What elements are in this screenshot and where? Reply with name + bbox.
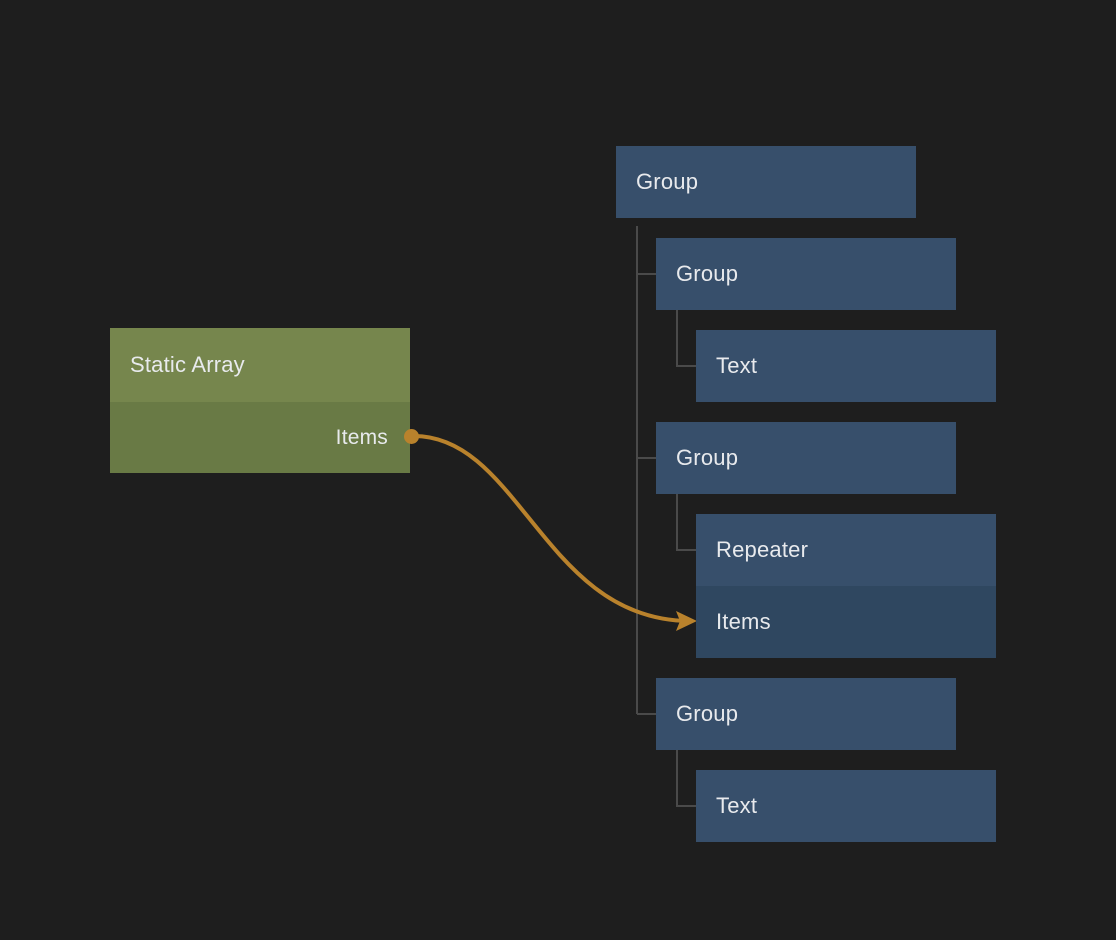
node-group-1-header: Group [656,238,956,310]
node-static-array-title: Static Array [130,352,245,377]
trunk-line-group-2 [676,494,696,551]
output-port-dot-items[interactable] [404,429,419,444]
node-repeater-header: Repeater [696,514,996,586]
data-wire-arrowhead [676,611,697,631]
node-static-array-header: Static Array [110,328,410,402]
node-group-1[interactable]: Group [656,238,956,310]
node-group-root[interactable]: Group [616,146,916,218]
node-group-2-header: Group [656,422,956,494]
node-group-2-title: Group [676,445,739,470]
node-repeater-title: Repeater [716,537,809,562]
node-group-1-title: Group [676,261,739,286]
node-static-array-port-label: Items [335,426,388,449]
node-static-array[interactable]: Static Array Items [110,328,410,473]
node-text-1[interactable]: Text [696,330,996,402]
node-repeater-items-label: Items [716,609,771,634]
node-text-2[interactable]: Text [696,770,996,842]
node-static-array-port-row[interactable]: Items [110,402,410,473]
node-group-2[interactable]: Group [656,422,956,494]
node-repeater-items-row[interactable]: Items [696,586,996,658]
node-group-3-title: Group [676,701,739,726]
trunk-line-group-3 [676,750,696,807]
node-text-1-header: Text [696,330,996,402]
data-wire-static-array-to-repeater [412,434,697,631]
node-group-3[interactable]: Group [656,678,956,750]
data-wire-path [412,434,692,623]
node-text-2-title: Text [716,793,758,818]
node-group-root-title: Group [636,169,699,194]
node-text-1-title: Text [716,353,758,378]
node-group-3-header: Group [656,678,956,750]
node-repeater[interactable]: Repeater Items [696,514,996,658]
trunk-line-group-1 [676,310,696,367]
node-group-root-header: Group [616,146,916,218]
node-text-2-header: Text [696,770,996,842]
